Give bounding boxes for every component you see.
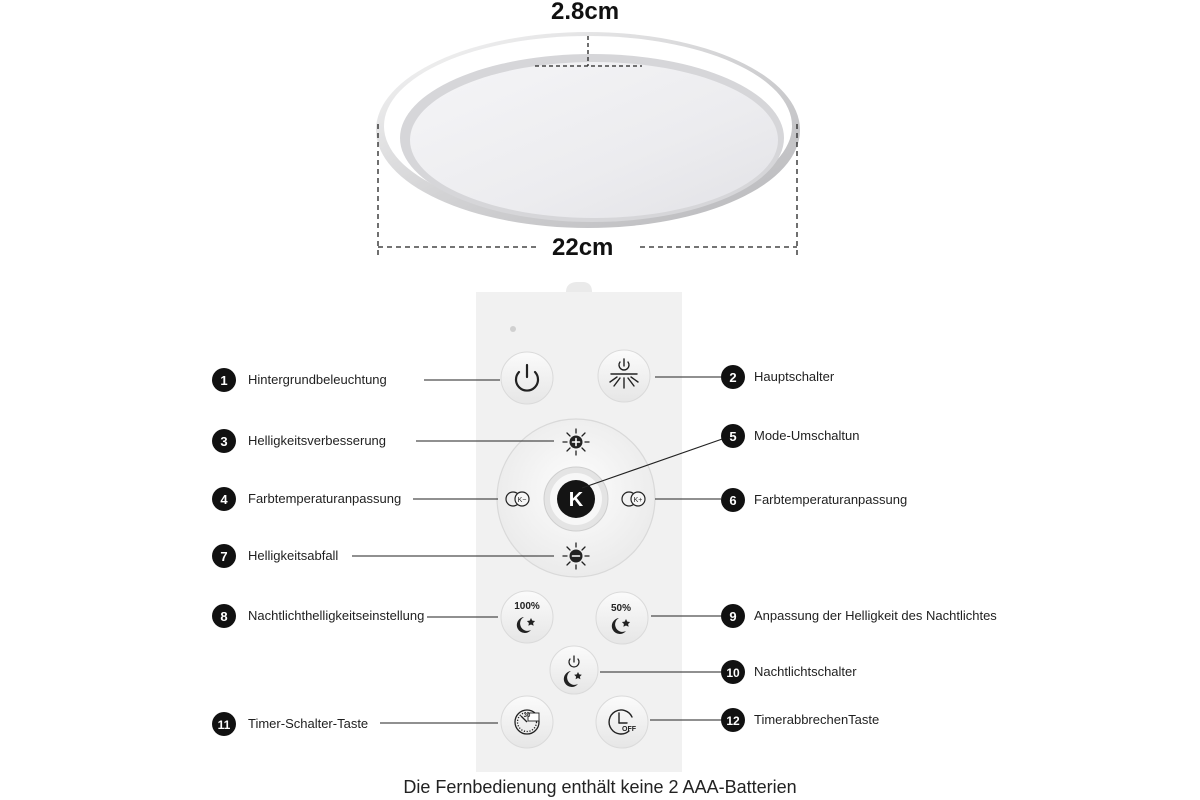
moon-star-icon — [516, 617, 536, 633]
width-dimension-label: 22cm — [546, 234, 620, 262]
badge-4: 4 — [220, 492, 228, 507]
nightlight-100-button[interactable] — [500, 590, 554, 644]
battery-note-caption: Die Fernbedienung enthält keine 2 AAA-Ba… — [403, 777, 797, 797]
width-dimension — [377, 124, 798, 258]
remote-led-indicator — [510, 326, 516, 332]
badge-11: 11 — [218, 718, 231, 732]
lamp-face — [410, 62, 778, 218]
sun-plus-icon — [562, 428, 590, 456]
timer-button[interactable] — [500, 695, 554, 749]
timer-cancel-button[interactable] — [595, 695, 649, 749]
callout-label-11: Timer-Schalter-Taste — [248, 716, 369, 731]
k-key-letter: K — [569, 489, 584, 511]
badge-9: 9 — [729, 609, 736, 624]
brightness-down-button[interactable] — [562, 542, 590, 570]
badge-12: 12 — [726, 714, 740, 728]
power-icon — [514, 363, 540, 392]
ceiling-lamp — [376, 32, 800, 228]
color-temp-minus-icon — [505, 491, 530, 507]
remote-control: K− K+ K — [476, 282, 682, 772]
badge-10: 10 — [726, 666, 740, 680]
main-switch-button[interactable] — [597, 349, 651, 403]
brightness-up-button[interactable] — [562, 428, 590, 456]
nightlight-50-button[interactable] — [595, 591, 649, 645]
nightlight-switch-button[interactable] — [549, 645, 599, 695]
backlight-power-button[interactable] — [500, 351, 554, 405]
height-dimension — [535, 36, 642, 67]
nightlight-50-text: 50% — [610, 603, 631, 614]
height-dimension-label: 2.8cm — [545, 0, 626, 26]
callout-label-10: Nachtlichtschalter — [754, 664, 857, 679]
color-temp-down-button[interactable]: K− — [504, 485, 532, 513]
remote-ir-window — [566, 282, 592, 292]
svg-text:K−: K− — [518, 497, 527, 504]
moon-star-icon — [611, 618, 631, 634]
color-temp-plus-icon — [621, 491, 646, 507]
callout-label-7: Helligkeitsabfall — [248, 548, 339, 563]
callout-label-3: Helligkeitsverbesserung — [248, 433, 387, 448]
timer-off-icon — [608, 709, 633, 735]
callout-label-1: Hintergrundbeleuchtung — [248, 372, 387, 387]
badge-6: 6 — [729, 493, 736, 508]
callout-label-12: TimerabbrechenTaste — [754, 712, 880, 727]
callout-label-4: Farbtemperaturanpassung — [248, 491, 402, 506]
lamp-power-icon — [609, 358, 639, 389]
callout-label-8: Nachtlichthelligkeitseinstellung — [248, 608, 425, 623]
timer-off-text: OFF — [622, 726, 636, 733]
k-key-icon — [557, 480, 595, 518]
color-temp-up-button[interactable]: K+ — [620, 485, 648, 513]
badge-2: 2 — [729, 370, 736, 385]
badge-1: 1 — [220, 373, 227, 388]
svg-text:K+: K+ — [634, 497, 643, 504]
badge-5: 5 — [729, 429, 736, 444]
badge-8: 8 — [220, 609, 227, 624]
nightlight-100-text: 100% — [514, 601, 540, 612]
mode-switch-button[interactable]: K — [543, 466, 609, 532]
leader-lines — [352, 376, 729, 724]
badge-7: 7 — [220, 549, 227, 564]
timer-30-text: 30 — [523, 713, 531, 719]
callout-label-2: Hauptschalter — [754, 369, 835, 384]
badge-3: 3 — [220, 434, 227, 449]
callout-label-5: Mode-Umschaltun — [754, 428, 860, 443]
sun-minus-icon — [562, 542, 590, 570]
power-moon-icon — [563, 655, 582, 687]
timer-clock-icon — [514, 709, 540, 735]
callout-label-9: Anpassung der Helligkeit des Nachtlichte… — [754, 608, 997, 623]
callout-label-6: Farbtemperaturanpassung — [754, 492, 908, 507]
number-badges — [212, 365, 745, 736]
